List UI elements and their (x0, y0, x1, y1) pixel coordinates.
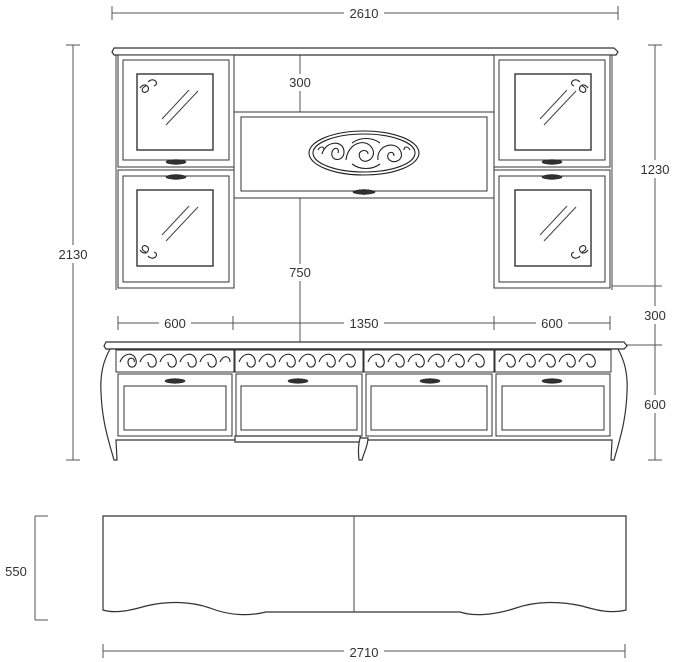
plan-view (102, 515, 627, 616)
dim-upper-height: 1230 (641, 162, 670, 177)
handle-icon (165, 174, 187, 180)
dim-left-width: 600 (164, 316, 186, 331)
handle-icon (419, 378, 441, 384)
dim-total-height: 2130 (59, 247, 88, 262)
handle-icon (287, 378, 309, 384)
dim-top-offset: 300 (289, 75, 311, 90)
handle-icon (541, 174, 563, 180)
drawer-row (115, 349, 612, 373)
handle-icon (165, 159, 187, 165)
dim-right-width: 600 (541, 316, 563, 331)
dim-gap-height: 750 (289, 265, 311, 280)
sideboard-door-3 (365, 373, 493, 437)
handle-icon (164, 378, 186, 384)
dim-depth: 550 (5, 564, 27, 579)
dim-total-width-base: 2710 (350, 645, 379, 660)
upper-left-top-door (117, 54, 235, 168)
dim-base-height: 600 (644, 397, 666, 412)
sideboard-door-2 (235, 373, 363, 437)
sideboard-top (103, 341, 628, 350)
sideboard-door-1 (117, 373, 233, 437)
sideboard-legs (234, 435, 369, 461)
dim-center-width: 1350 (350, 316, 379, 331)
upper-right-top-door (493, 54, 611, 168)
handle-icon (352, 189, 376, 195)
dim-total-width-top: 2610 (350, 6, 379, 21)
handle-icon (541, 159, 563, 165)
handle-icon (541, 378, 563, 384)
upper-left-bottom-door (117, 169, 235, 289)
dim-gap-side: 300 (644, 308, 666, 323)
dimension-lines: 2610 2130 1230 300 600 600 1350 600 (3, 4, 673, 661)
sideboard-door-4 (495, 373, 611, 437)
upper-right-bottom-door (493, 169, 611, 289)
upper-cornice (111, 47, 619, 290)
upper-center-panel (233, 111, 495, 199)
